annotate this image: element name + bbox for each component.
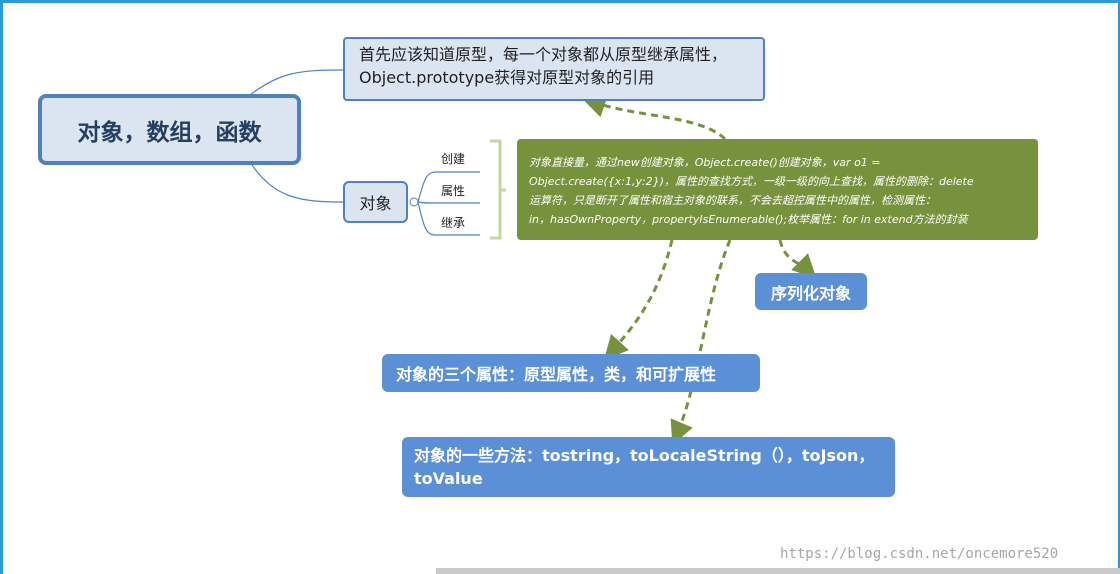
window-right-border bbox=[1118, 0, 1120, 574]
prototype-node[interactable]: 首先应该知道原型，每一个对象都从原型继承属性， Object.prototype… bbox=[343, 37, 765, 101]
connector-object-inherit bbox=[417, 201, 480, 236]
bracket bbox=[490, 139, 506, 240]
root-label: 对象，数组，函数 bbox=[77, 119, 262, 146]
child-property[interactable]: 属性 bbox=[441, 184, 466, 198]
methods-node[interactable]: 对象的一些方法：tostring，toLocaleString（），toJson… bbox=[402, 437, 895, 497]
watermark: https://blog.csdn.net/oncemore520 bbox=[780, 546, 1059, 562]
window-left-border bbox=[0, 0, 3, 574]
serialize-node[interactable]: 序列化对象 bbox=[755, 273, 867, 310]
child-create[interactable]: 创建 bbox=[441, 152, 466, 166]
connector-object-property bbox=[417, 201, 480, 204]
prototype-line-1: 首先应该知道原型，每一个对象都从原型继承属性， bbox=[359, 45, 728, 64]
serialize-label: 序列化对象 bbox=[770, 283, 851, 303]
details-line-4: in，hasOwnProperty，propertyIsEnumerable()… bbox=[529, 213, 968, 226]
connector-object-create bbox=[417, 171, 480, 203]
arrow-to-serialize bbox=[778, 239, 817, 279]
details-node[interactable]: 对象直接量，通过new创建对象，Object.create()创建对象，var … bbox=[517, 139, 1038, 240]
methods-line-1: 对象的一些方法：tostring，toLocaleString（），toJson… bbox=[414, 446, 875, 465]
details-line-2: Object.create({x:1,y:2})，属性的查找方式，一级一级的向上… bbox=[529, 175, 974, 188]
prototype-line-2: Object.prototype获得对原型对象的引用 bbox=[359, 68, 655, 87]
connector-root-object bbox=[251, 164, 344, 203]
window-top-border bbox=[0, 0, 1120, 3]
arrow-to-prototype bbox=[581, 94, 727, 141]
arrow-to-three-attrs bbox=[603, 239, 674, 360]
child-inherit[interactable]: 继承 bbox=[441, 216, 466, 230]
object-collapse-toggle bbox=[409, 197, 419, 207]
methods-line-2: toValue bbox=[414, 469, 483, 488]
details-line-1: 对象直接量，通过new创建对象，Object.create()创建对象，var … bbox=[529, 156, 881, 169]
horizontal-scrollbar[interactable] bbox=[436, 568, 1120, 574]
root-node[interactable]: 对象，数组，函数 bbox=[38, 94, 301, 165]
object-label: 对象 bbox=[359, 194, 392, 213]
connector-root-prototype bbox=[249, 69, 344, 96]
three-attrs-label: 对象的三个属性：原型属性，类，和可扩展性 bbox=[396, 365, 717, 384]
arrow-to-methods bbox=[670, 239, 732, 446]
details-line-3: 运算符，只是断开了属性和宿主对象的联系，不会去超控属性中的属性，检测属性： bbox=[529, 194, 936, 207]
three-attrs-node[interactable]: 对象的三个属性：原型属性，类，和可扩展性 bbox=[382, 354, 760, 392]
object-node[interactable]: 对象 bbox=[343, 181, 408, 223]
